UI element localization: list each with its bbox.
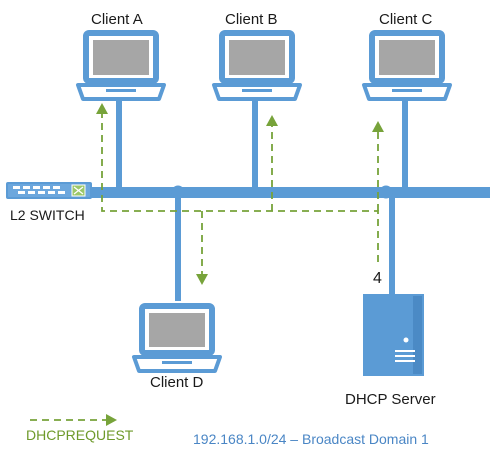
- arrowhead-client-d: [196, 274, 208, 285]
- drop-client-a: [116, 99, 122, 189]
- dhcp-server-icon: [363, 294, 424, 376]
- network-bus: [88, 187, 490, 198]
- junction-dot: [379, 185, 393, 199]
- label-client-d: Client D: [150, 374, 204, 391]
- legend-label: DHCPREQUEST: [26, 427, 134, 443]
- label-client-c: Client C: [379, 11, 433, 28]
- drop-client-b: [252, 99, 258, 189]
- laptop-client-d-icon: [132, 303, 222, 373]
- label-client-a: Client A: [91, 11, 143, 28]
- laptop-client-b-icon: [212, 30, 302, 101]
- drop-client-c: [402, 99, 408, 189]
- junction-dot: [171, 185, 185, 199]
- l2-switch-icon: [6, 182, 92, 199]
- laptop-client-c-icon: [362, 30, 452, 101]
- broadcast-domain-label: 192.168.1.0/24 – Broadcast Domain 1: [193, 431, 429, 447]
- laptop-client-a-icon: [76, 30, 166, 101]
- legend-arrow: [30, 414, 117, 426]
- dhcp-request-arrowheads: [96, 103, 384, 285]
- arrowhead-client-a: [96, 103, 108, 114]
- drop-client-d: [175, 195, 181, 301]
- label-l2-switch: L2 SWITCH: [10, 207, 85, 223]
- arrowhead-client-b: [266, 115, 278, 126]
- drop-server: [389, 195, 395, 296]
- step-number: 4: [373, 270, 382, 287]
- label-client-b: Client B: [225, 11, 278, 28]
- dhcp-request-path: [101, 114, 379, 274]
- arrowhead-client-c: [372, 121, 384, 132]
- label-dhcp-server: DHCP Server: [345, 391, 436, 408]
